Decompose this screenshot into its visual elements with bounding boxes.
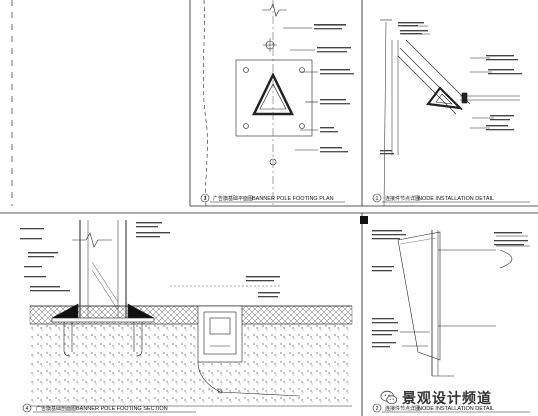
- wechat-icon: [380, 390, 398, 405]
- svg-text:3: 3: [204, 196, 207, 202]
- watermark: 景观设计频道: [380, 386, 530, 410]
- node-detail-bottom-annotations: [372, 230, 528, 348]
- svg-text:连接件节点详图: 连接件节点详图: [385, 195, 420, 202]
- node-detail-bottom-title: 2 连接件节点详图 NODE INSTALLATION DETAIL: [372, 403, 530, 413]
- svg-text:广告旗基础平面图: 广告旗基础平面图: [213, 195, 253, 202]
- footing-section-annotations: [20, 222, 280, 298]
- footing-section-title: 4 广告旗基础剖面图 BANNER POLE FOOTING SECTION: [22, 403, 196, 413]
- svg-text:广告旗基础剖面图: 广告旗基础剖面图: [36, 405, 76, 412]
- plan-view-annotations: [314, 24, 354, 153]
- svg-text:NODE INSTALLATION DETAIL: NODE INSTALLATION DETAIL: [418, 406, 494, 412]
- footing-section: [29, 220, 353, 407]
- svg-text:BANNER POLE FOOTING PLAN: BANNER POLE FOOTING PLAN: [252, 196, 334, 202]
- svg-text:1: 1: [376, 196, 379, 202]
- watermark-text: 景观设计频道: [402, 391, 492, 407]
- svg-text:2: 2: [376, 406, 379, 412]
- node-detail-top-title: 1 连接件节点详图 NODE INSTALLATION DETAIL: [372, 193, 530, 203]
- node-detail-top-annotations: [380, 22, 522, 155]
- plan-view-title: 3 广告旗基础平面图 BANNER POLE FOOTING PLAN: [200, 193, 345, 203]
- svg-text:NODE INSTALLATION DETAIL: NODE INSTALLATION DETAIL: [418, 196, 494, 202]
- svg-text:4: 4: [26, 406, 29, 412]
- plan-view: [202, 0, 318, 207]
- svg-text:BANNER POLE FOOTING SECTION: BANNER POLE FOOTING SECTION: [76, 406, 168, 412]
- svg-text:连接件节点详图: 连接件节点详图: [385, 405, 420, 412]
- node-detail-bottom: [360, 216, 530, 377]
- node-detail-top: [380, 19, 520, 207]
